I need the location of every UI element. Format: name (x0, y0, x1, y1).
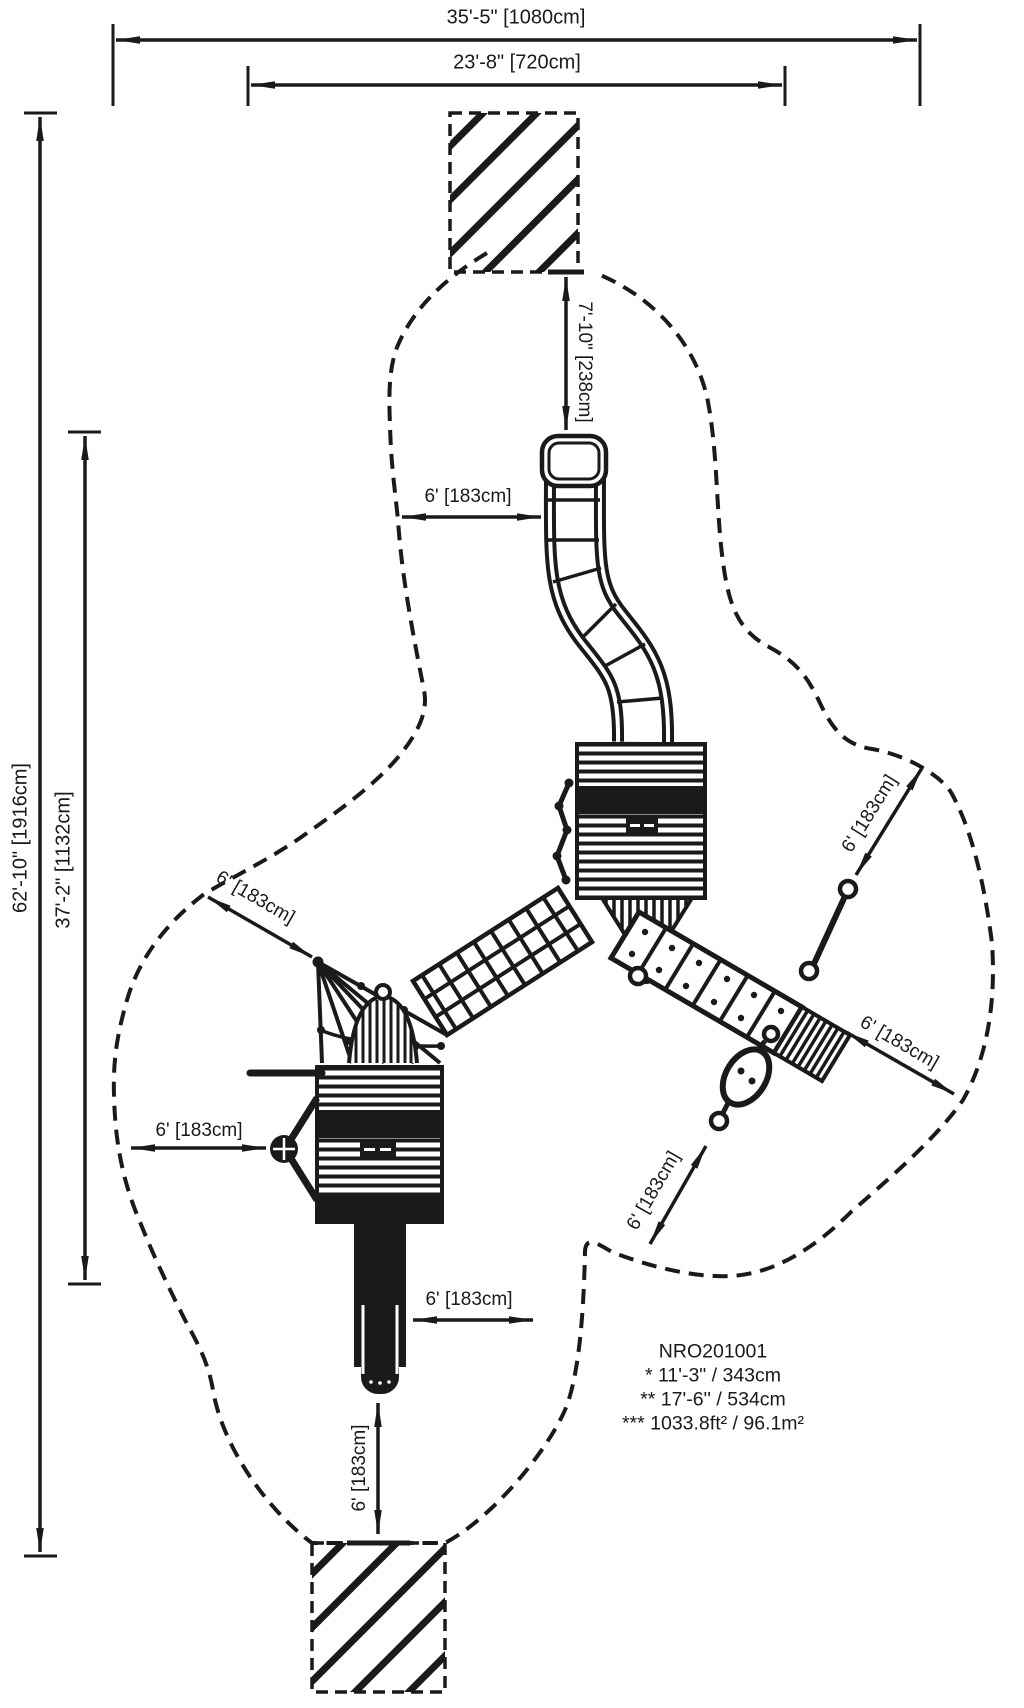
rope-handhold (552, 778, 574, 885)
dim-clearance-lower-right (845, 1030, 955, 1096)
dim-overall-length (24, 111, 57, 1558)
dim-clearance-net-upper-left (207, 895, 313, 959)
tube-ribs (547, 498, 664, 704)
plank-bridge (607, 908, 806, 1057)
exit-ramp (771, 1004, 853, 1084)
dim-label-use-zone-width: 23'-8" [720cm] (453, 51, 581, 74)
dim-clearance-upper-right (854, 767, 924, 876)
dim-label-slide-exit-zone: 7'-10" [238cm] (573, 301, 595, 423)
dim-label-clearance-slide-exit: 6' [183cm] (349, 1424, 371, 1512)
upper-deck (552, 742, 707, 900)
product-code: NRO201001 (658, 1340, 768, 1363)
note-star: * 11'-3" / 343cm (644, 1364, 782, 1387)
dim-label-clearance-slide-side: 6' [183cm] (425, 1289, 513, 1311)
dim-clearance-pod (648, 1145, 708, 1245)
dim-label-clearance-tube: 6' [183cm] (424, 486, 512, 508)
dim-use-zone-width (246, 66, 787, 106)
dimension-lines (24, 24, 955, 1558)
border-hatch-top (448, 111, 584, 275)
lower-deck (315, 1065, 444, 1224)
net-bridge (409, 884, 596, 1039)
dim-label-clearance-left: 6' [183cm] (155, 1120, 243, 1142)
border-hatch-bottom (310, 1540, 447, 1694)
dim-use-zone-length (68, 430, 101, 1286)
pod-stepper (708, 1024, 781, 1132)
dim-label-use-zone-length: 37'-2" [1132cm] (52, 791, 75, 929)
tube-slide (539, 433, 675, 743)
play-structure (246, 433, 859, 1394)
deck-label-plate (360, 1142, 396, 1159)
note-double-star: ** 17'-6'' / 534cm (640, 1388, 786, 1411)
straight-slide (354, 1222, 406, 1394)
arch-climber (347, 983, 419, 1064)
steering-wheel (270, 1096, 320, 1202)
plank-grip-dots (628, 928, 785, 1022)
dim-label-overall-length: 62'-10" [1916cm] (9, 763, 32, 913)
note-triple-star: *** 1033.8ft² / 96.1m² (621, 1412, 805, 1435)
dim-overall-width (111, 24, 922, 106)
dim-label-overall-width: 35'-5" [1080cm] (446, 6, 586, 29)
deck-label-plate (626, 818, 658, 835)
joint-posts (627, 878, 859, 987)
